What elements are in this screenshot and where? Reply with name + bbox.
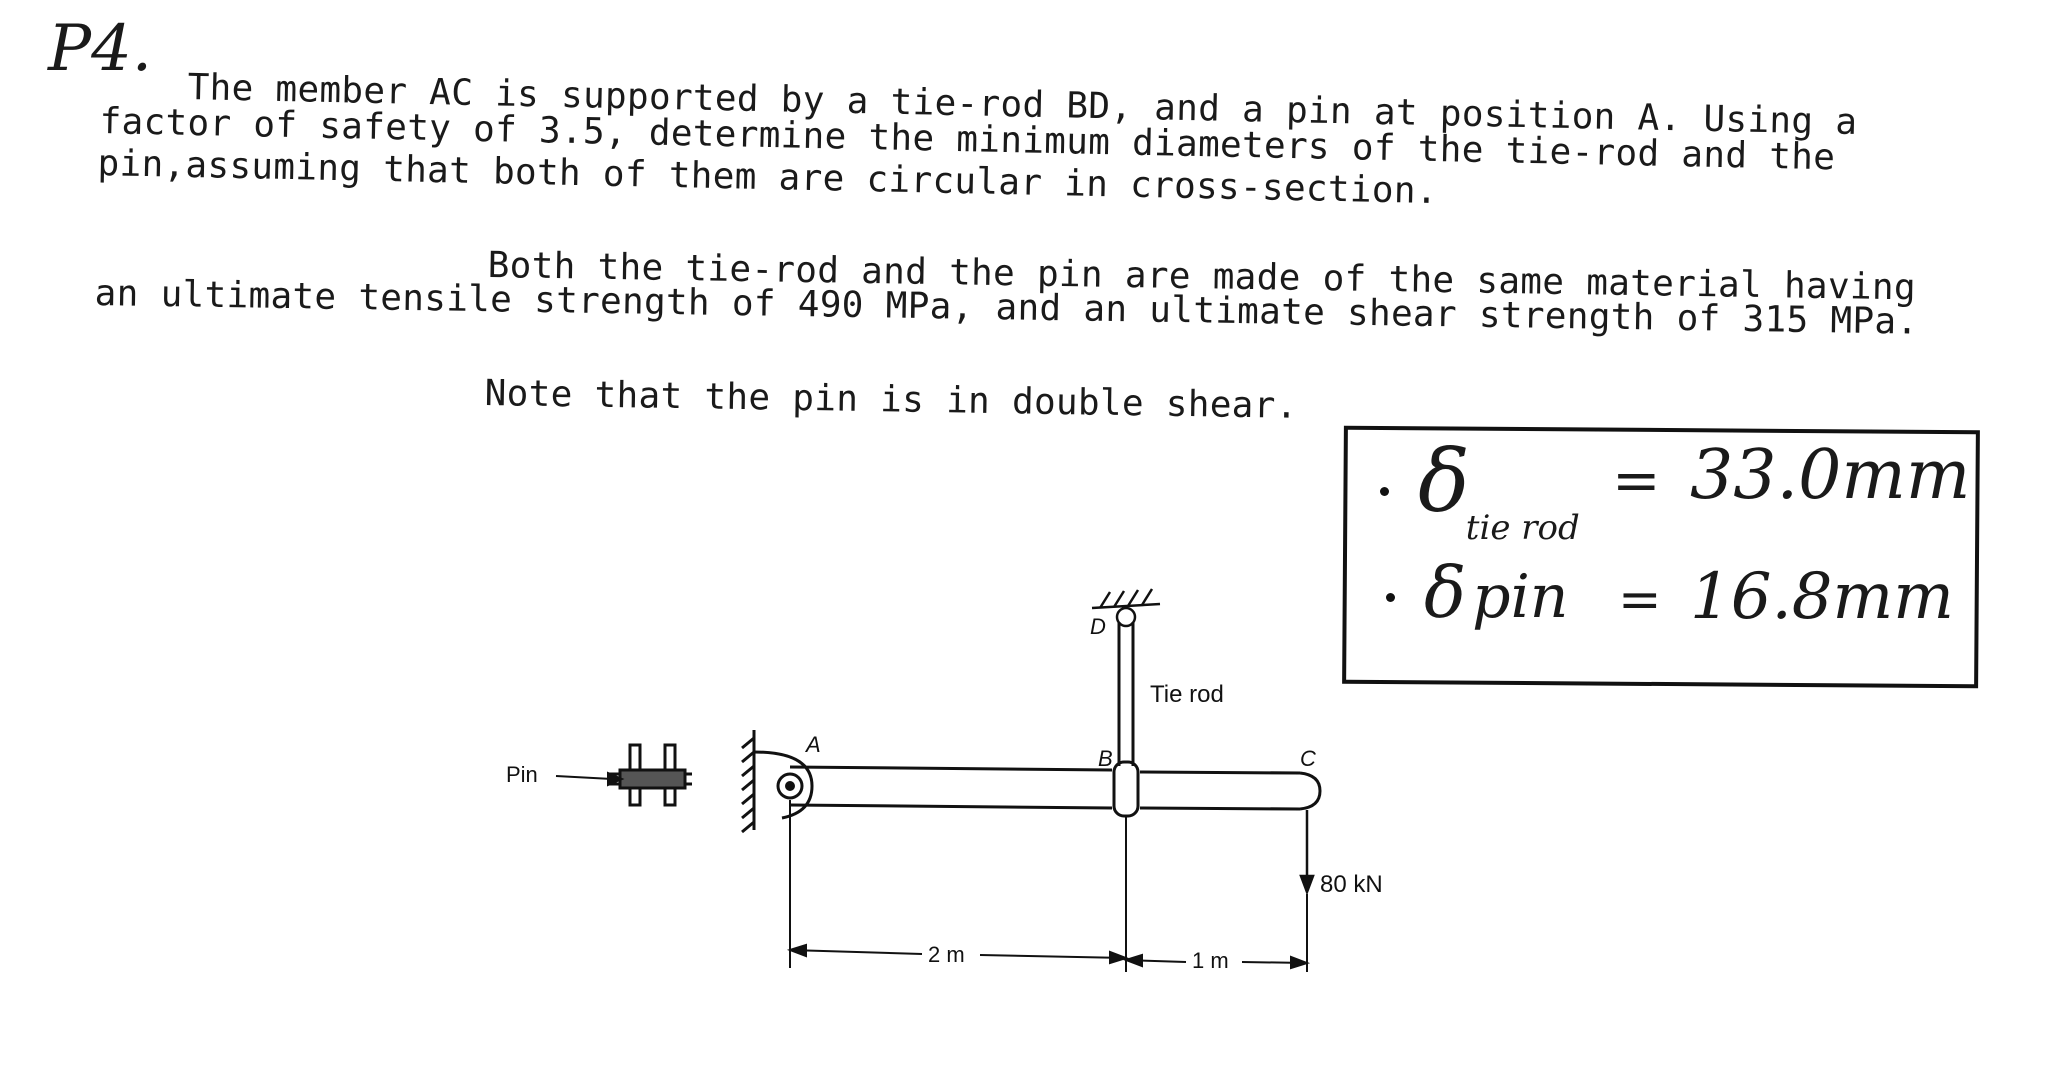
- answer-tie-rod: δtie rod: [1418, 432, 1580, 548]
- load-arrow-icon: [1299, 810, 1315, 896]
- pin-a-icon: [776, 772, 804, 800]
- label-c: C: [1300, 746, 1316, 771]
- dim-ab: 2 m: [928, 942, 965, 967]
- ceiling-support-icon: [1091, 588, 1161, 628]
- label-tie-rod: Tie rod: [1150, 681, 1224, 708]
- dimension-lines: [786, 800, 1311, 972]
- tie-rod-symbol: δ: [1418, 432, 1470, 532]
- dim-bc: 1 m: [1192, 948, 1229, 973]
- label-pin: Pin: [506, 762, 538, 787]
- label-b: B: [1098, 746, 1113, 771]
- pin-equals: =: [1618, 570, 1662, 630]
- pin-value: 16.8mm: [1690, 560, 1954, 634]
- tie-rod-value: 33.0mm: [1690, 436, 1971, 515]
- bullet-icon: [1386, 593, 1395, 602]
- wall-support-icon: [741, 730, 814, 834]
- label-load: 80 kN: [1320, 871, 1383, 898]
- pin-subscript: pin: [1472, 562, 1569, 632]
- bullet-icon: [1380, 487, 1389, 496]
- tie-rod-equals: =: [1612, 446, 1661, 514]
- tie-rod-subscript: tie rod: [1465, 508, 1580, 548]
- label-d: D: [1090, 614, 1106, 639]
- pin-symbol: δ: [1424, 552, 1467, 634]
- pin-pointer-arrow: [555, 771, 625, 787]
- label-a: A: [804, 732, 821, 757]
- pin-detail-icon: [608, 743, 692, 807]
- problem-number: P4.: [48, 12, 153, 86]
- tie-rod: [1117, 622, 1135, 766]
- member-ac: [789, 760, 1322, 818]
